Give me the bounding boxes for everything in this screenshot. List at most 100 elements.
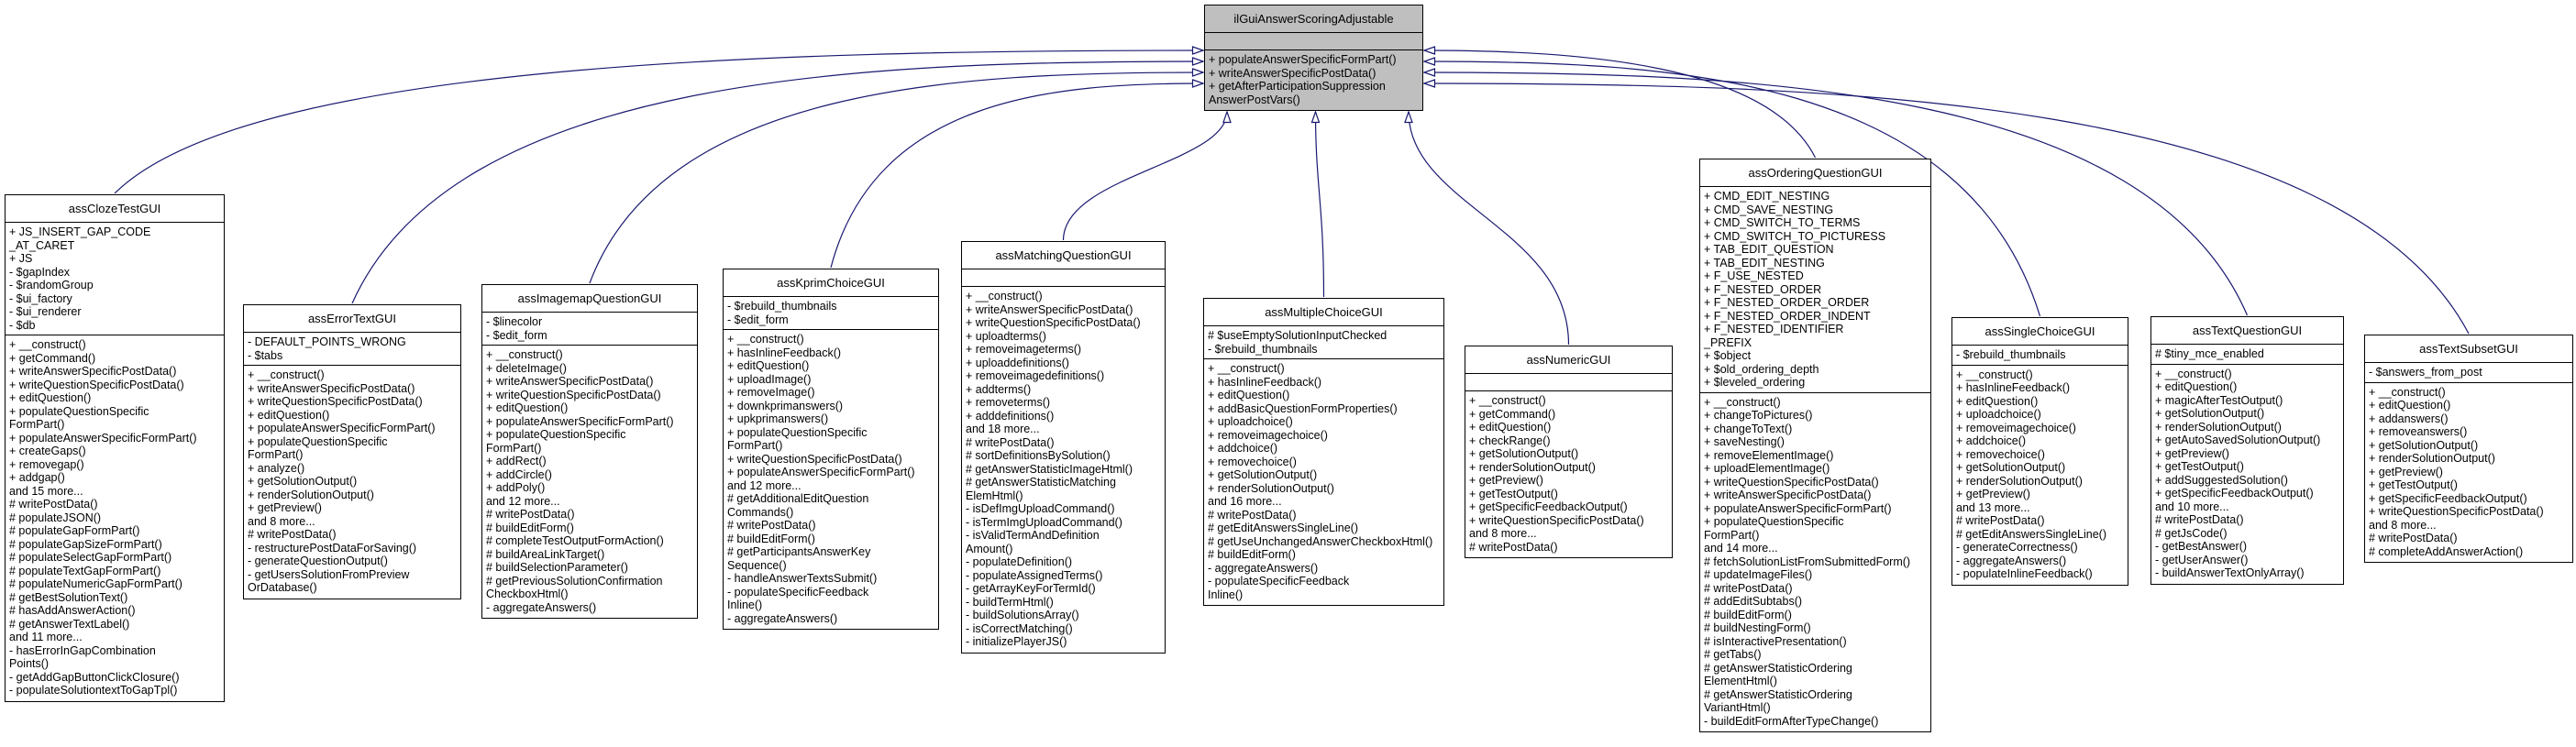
attribute-line: - $tabs: [248, 348, 283, 362]
attribute-line: + TAB_EDIT_QUESTION: [1704, 243, 1834, 256]
method-line: and 12 more...: [727, 478, 802, 492]
method-line: + removeimageterms(): [966, 343, 1082, 356]
method-line: # populateNumericGapFormPart(): [9, 577, 182, 590]
method-line: + getSolutionOutput(): [1469, 447, 1579, 460]
class-title: assMatchingQuestionGUI: [962, 242, 1165, 269]
class-node-assOrderingQuestionGUI[interactable]: assOrderingQuestionGUI+ CMD_EDIT_NESTING…: [1699, 159, 1931, 732]
method-line: # populateJSON(): [9, 511, 102, 524]
method-line: # writePostData(): [2155, 513, 2244, 526]
attribute-line: + F_NESTED_ORDER: [1704, 282, 1822, 296]
method-line: + populateAnswerSpecificFormPart(): [9, 431, 197, 445]
class-node-assMatchingQuestionGUI[interactable]: assMatchingQuestionGUI + __construct() + w…: [961, 241, 1166, 654]
method-line: + addBasicQuestionFormProperties(): [1208, 401, 1398, 415]
method-line: + __construct(): [1956, 368, 2033, 381]
attribute-line: + $old_ordering_depth: [1704, 362, 1819, 376]
method-line: - getArrayKeyForTermId(): [966, 582, 1096, 595]
inheritance-edge-assTextQuestionGUI: [1424, 72, 2249, 316]
class-methods: + __construct()+ getCommand()+ editQuest…: [1465, 391, 1672, 557]
method-line: + removechoice(): [1208, 455, 1297, 468]
class-title: assErrorTextGUI: [244, 305, 460, 333]
method-line: - generateQuestionOutput(): [248, 555, 388, 567]
attribute-line: - DEFAULT_POINTS_WRONG: [248, 335, 406, 348]
method-line: # isInteractivePresentation(): [1704, 634, 1847, 648]
class-node-ilGuiAnswerScoringAdjustable[interactable]: ilGuiAnswerScoringAdjustable + populateAn…: [1204, 5, 1423, 111]
method-line: # writePostData(): [486, 508, 575, 521]
inheritance-edge-assImagemapQuestionGUI: [589, 72, 1203, 284]
class-node-assKprimChoiceGUI[interactable]: assKprimChoiceGUI- $rebuild_thumbnails- …: [723, 269, 939, 630]
class-node-assTextQuestionGUI[interactable]: assTextQuestionGUI# $tiny_mce_enabled+ _…: [2150, 316, 2344, 585]
method-line: + addCircle(): [486, 467, 552, 481]
method-line: + getTestOutput(): [2155, 460, 2244, 473]
method-line: + removeanswers(): [2369, 425, 2468, 438]
method-line: + getAutoSavedSolutionOutput(): [2155, 434, 2321, 446]
method-line: + editQuestion(): [2155, 380, 2238, 393]
class-node-assImagemapQuestionGUI[interactable]: assImagemapQuestionGUI- $linecolor- $edi…: [481, 284, 698, 619]
method-line: + writeQuestionSpecificPostData(): [1469, 513, 1644, 527]
method-line: + __construct(): [9, 338, 86, 351]
method-line: + __construct(): [966, 290, 1043, 302]
inheritance-edge-assTextSubsetGUI: [1424, 83, 2470, 335]
class-node-assTextSubsetGUI[interactable]: assTextSubsetGUI- $answers_from_post+ __…: [2364, 335, 2573, 563]
method-line: + writeQuestionSpecificPostData(): [9, 378, 184, 391]
method-line: # getAdditionalEditQuestion Commands(): [727, 492, 869, 519]
method-line: - isValidTermAndDefinition Amount(): [966, 529, 1100, 555]
method-line: # getAnswerTextLabel(): [9, 617, 130, 631]
attribute-line: + F_USE_NESTED: [1704, 269, 1804, 282]
method-line: # buildEditForm(): [486, 521, 574, 534]
method-line: + __construct(): [486, 348, 563, 361]
method-line: + writeQuestionSpecificPostData(): [966, 316, 1141, 329]
method-line: + __construct(): [1208, 362, 1285, 375]
class-attributes: - $answers_from_post: [2365, 363, 2572, 383]
attribute-line: - $db: [9, 318, 36, 332]
class-methods: + __construct()+ hasInlineFeedback()+ ed…: [724, 330, 938, 629]
method-line: and 12 more...: [486, 494, 560, 508]
class-node-assErrorTextGUI[interactable]: assErrorTextGUI - DEFAULT_POINTS_WRONG- $…: [243, 304, 461, 599]
method-line: # completeTestOutputFormAction(): [486, 534, 664, 547]
method-line: + populateAnswerSpecificFormPart(): [1209, 53, 1397, 66]
class-methods: + __construct()+ editQuestion()+ magicAf…: [2151, 365, 2343, 584]
method-line: # getPreviousSolutionConfirmation Checkb…: [486, 574, 663, 601]
method-line: + populateAnswerSpecificFormPart(): [727, 466, 915, 478]
method-line: + removechoice(): [1956, 447, 2045, 461]
method-line: # writePostData(): [966, 435, 1055, 449]
method-line: + getSolutionOutput(): [2155, 407, 2265, 420]
method-line: - isCorrectMatching(): [966, 621, 1073, 635]
method-line: and 8 more...: [1469, 527, 1537, 540]
method-line: - getUserAnswer(): [2155, 553, 2249, 566]
class-title: assTextQuestionGUI: [2151, 317, 2343, 345]
method-line: and 11 more...: [9, 631, 83, 643]
attribute-line: - $edit_form: [727, 313, 789, 326]
class-title: ilGuiAnswerScoringAdjustable: [1205, 5, 1422, 33]
method-line: + renderSolutionOutput(): [2369, 452, 2495, 465]
method-line: + downkprimanswers(): [727, 399, 844, 412]
class-methods: + __construct()+ getCommand()+ writeAnsw…: [6, 335, 224, 701]
method-line: + __construct(): [1704, 395, 1781, 409]
attribute-line: - $gapIndex: [9, 265, 71, 279]
attribute-line: + F_NESTED_ORDER_INDENT: [1704, 309, 1871, 323]
method-line: # getUseUnchangedAnswerCheckboxHtml(): [1208, 534, 1433, 548]
method-line: + getSpecificFeedbackOutput(): [1469, 500, 1628, 513]
attribute-line: - $rebuild_thumbnails: [1208, 342, 1318, 356]
method-line: + addgap(): [9, 471, 65, 484]
class-node-assSingleChoiceGUI[interactable]: assSingleChoiceGUI- $rebuild_thumbnails+…: [1951, 317, 2128, 586]
method-line: + getSpecificFeedbackOutput(): [2155, 487, 2314, 500]
class-title: assKprimChoiceGUI: [724, 269, 938, 297]
method-line: + uploadchoice(): [1956, 408, 2041, 421]
attribute-line: + CMD_EDIT_NESTING: [1704, 190, 1830, 203]
attribute-line: + F_NESTED_ORDER_ORDER: [1704, 296, 1870, 309]
inheritance-edge-assMatchingQuestionGUI: [1062, 112, 1228, 241]
attribute-line: + $object: [1704, 349, 1752, 362]
inheritance-edge-assMultipleChoiceGUI: [1316, 112, 1325, 298]
method-line: # buildAreaLinkTarget(): [486, 547, 605, 561]
class-attributes: # $useEmptySolutionInputChecked- $rebuil…: [1204, 326, 1443, 359]
attribute-line: - $edit_form: [486, 328, 547, 342]
method-line: + renderSolutionOutput(): [2155, 420, 2282, 434]
method-line: + adddefinitions(): [966, 409, 1055, 423]
class-node-assClozeTestGUI[interactable]: assClozeTestGUI+ JS_INSERT_GAP_CODE _AT_…: [5, 194, 225, 702]
method-line: and 10 more...: [2155, 500, 2229, 513]
method-line: # getTabs(): [1704, 648, 1762, 661]
method-line: # buildEditForm(): [727, 532, 815, 545]
class-node-assNumericGUI[interactable]: assNumericGUI+ __construct()+ getCommand…: [1465, 346, 1673, 558]
method-line: - buildAnswerTextOnlyArray(): [2155, 566, 2305, 579]
class-node-assMultipleChoiceGUI[interactable]: assMultipleChoiceGUI# $useEmptySolutionI…: [1203, 298, 1444, 606]
